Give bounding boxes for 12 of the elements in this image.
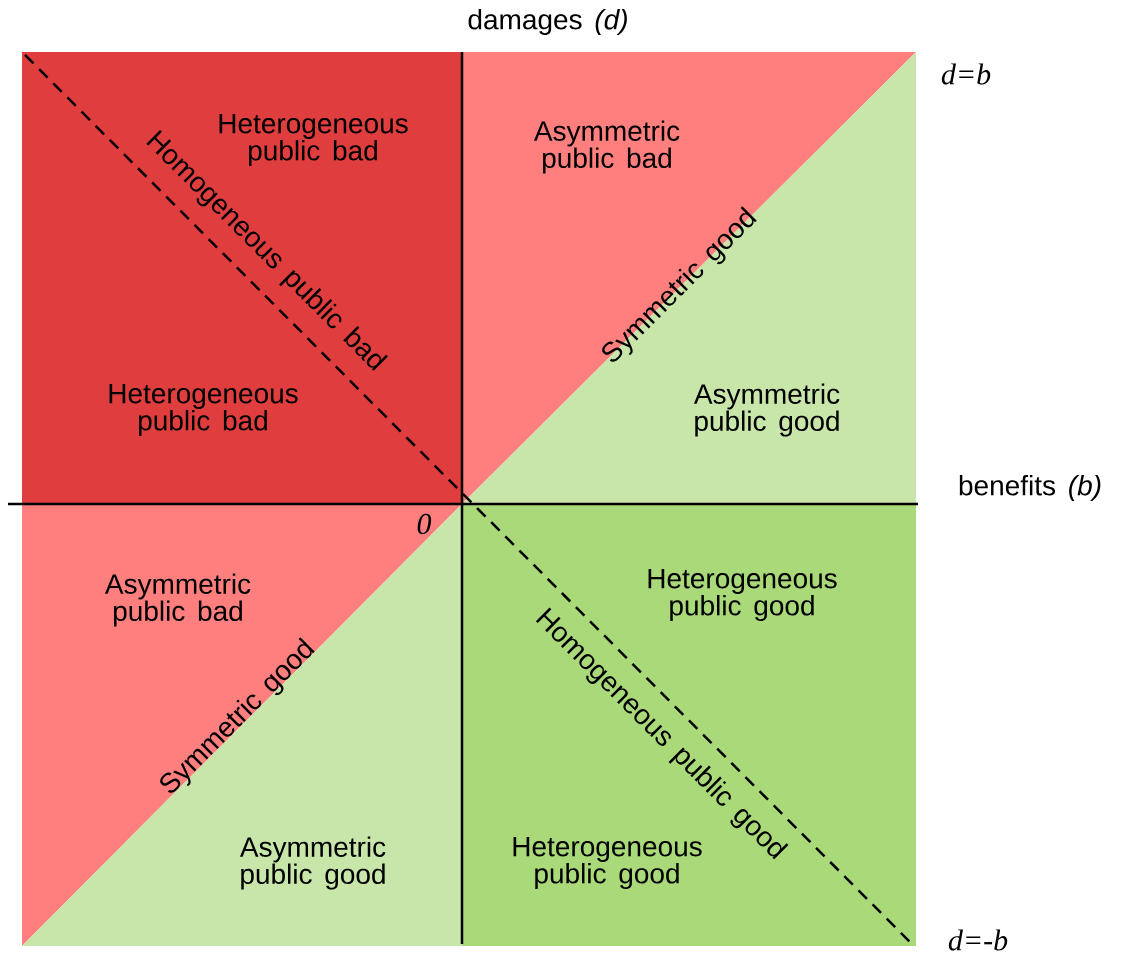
- axis-label: damages (d): [468, 8, 627, 36]
- region-label: Heterogeneous public good: [648, 568, 837, 622]
- line-label: d=b: [941, 63, 991, 85]
- region-label: Heterogeneous public good: [513, 836, 702, 890]
- region-label: Asymmetric public good: [239, 836, 386, 890]
- region-label: Asymmetric public bad: [104, 573, 251, 627]
- region-label: Asymmetric public good: [693, 383, 840, 437]
- axis-label: benefits (b): [959, 474, 1101, 502]
- region-label: Asymmetric public bad: [533, 120, 680, 174]
- region-label: Heterogeneous public bad: [109, 383, 298, 437]
- origin-label: 0: [417, 513, 432, 535]
- line-label: d=-b: [948, 929, 1008, 951]
